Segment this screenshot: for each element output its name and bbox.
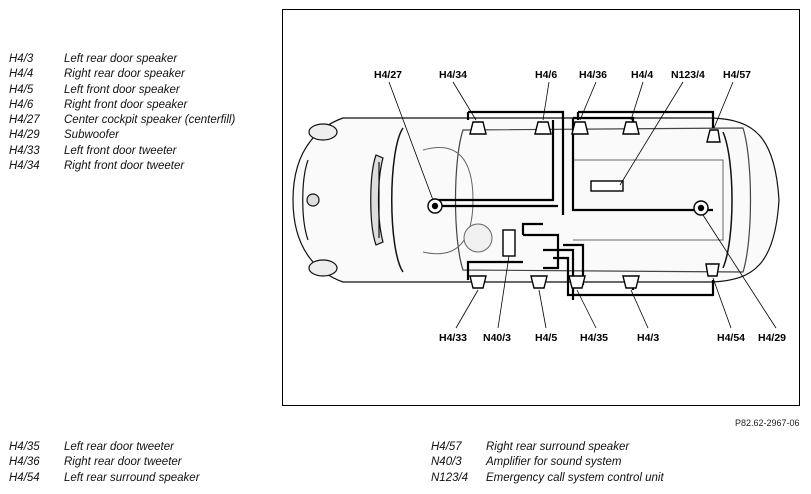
- legend-code: H4/54: [9, 471, 40, 484]
- label-h4-33: H4/33: [439, 332, 467, 344]
- label-n40-3: N40/3: [483, 332, 511, 344]
- legend-desc: Emergency call system control unit: [486, 471, 664, 484]
- legend-desc: Left front door speaker: [64, 83, 180, 96]
- legend-code: H4/36: [9, 456, 40, 469]
- label-h4-36: H4/36: [579, 69, 607, 81]
- legend-row: H4/57 Right rear surround speaker: [431, 440, 664, 455]
- legend-row: H4/36 Right rear door tweeter: [9, 455, 200, 470]
- legend-desc: Center cockpit speaker (centerfill): [64, 114, 236, 127]
- legend-desc: Amplifier for sound system: [486, 456, 622, 469]
- legend-row: H4/4 Right rear door speaker: [9, 67, 235, 82]
- label-h4-34: H4/34: [439, 69, 467, 81]
- legend-desc: Right front door speaker: [64, 98, 188, 111]
- legend-row: N123/4 Emergency call system control unit: [431, 471, 664, 486]
- legend-desc: Right front door tweeter: [64, 160, 185, 173]
- legend-code: H4/5: [9, 83, 34, 96]
- legend-row: H4/29 Subwoofer: [9, 128, 235, 143]
- legend-bottom-left: H4/35 Left rear door tweeter H4/36 Right r…: [9, 440, 200, 486]
- label-h4-57: H4/57: [723, 69, 751, 81]
- legend-row: H4/35 Left rear door tweeter: [9, 440, 200, 455]
- legend-code: H4/29: [9, 129, 40, 142]
- legend-row: H4/33 Left front door tweeter: [9, 144, 235, 159]
- legend-row: H4/54 Left rear surround speaker: [9, 471, 200, 486]
- legend-code: H4/4: [9, 68, 34, 81]
- legend-row: H4/5 Left front door speaker: [9, 83, 235, 98]
- legend-desc: Left rear surround speaker: [64, 471, 200, 484]
- vehicle-speaker-diagram: H4/27 H4/34 H4/6 H4/36 H4/4 N123/4 H4/57…: [292, 69, 786, 344]
- legend-desc: Left front door tweeter: [64, 144, 177, 157]
- legend-desc: Right rear surround speaker: [486, 441, 630, 453]
- legend-desc: Right rear door tweeter: [64, 456, 182, 469]
- leader-lines: [388, 81, 777, 329]
- legend-row: H4/6 Right front door speaker: [9, 98, 235, 113]
- diagram-frame: H4/27 H4/34 H4/6 H4/36 H4/4 N123/4 H4/57…: [282, 9, 800, 406]
- legend-code: H4/33: [9, 144, 40, 157]
- legend-row: N40/3 Amplifier for sound system: [431, 455, 664, 470]
- legend-desc: Subwoofer: [64, 129, 119, 142]
- label-h4-3: H4/3: [637, 332, 659, 344]
- legend-code: H4/6: [9, 98, 34, 111]
- label-h4-29: H4/29: [758, 332, 786, 344]
- legend-code: H4/27: [9, 114, 40, 127]
- legend-row: H4/34 Right front door tweeter: [9, 159, 235, 174]
- interior-details: [422, 146, 724, 255]
- figure-reference: P82.62-2967-06: [735, 418, 800, 428]
- label-h4-4: H4/4: [631, 69, 653, 81]
- speakers: [427, 121, 721, 289]
- legend-code: H4/35: [9, 441, 40, 453]
- legend-code: N40/3: [431, 456, 462, 469]
- label-h4-54: H4/54: [717, 332, 745, 344]
- legend-row: H4/27 Center cockpit speaker (centerfill): [9, 113, 235, 128]
- label-h4-6: H4/6: [535, 69, 557, 81]
- legend-row: H4/3 Left rear door speaker: [9, 52, 235, 67]
- legend-desc: Left rear door speaker: [64, 53, 178, 65]
- legend-code: N123/4: [431, 471, 469, 484]
- legend-desc: Left rear door tweeter: [64, 441, 174, 453]
- diagram-labels: H4/27 H4/34 H4/6 H4/36 H4/4 N123/4 H4/57…: [374, 69, 786, 344]
- label-h4-35: H4/35: [580, 332, 608, 344]
- legend-code: H4/3: [9, 53, 34, 65]
- legend-top: H4/3 Left rear door speaker H4/4 Right rea…: [9, 52, 235, 174]
- legend-code: H4/34: [9, 160, 40, 173]
- label-h4-27: H4/27: [374, 69, 402, 81]
- legend-desc: Right rear door speaker: [64, 68, 185, 81]
- label-n123-4: N123/4: [671, 69, 705, 81]
- legend-code: H4/57: [431, 441, 462, 453]
- legend-bottom-right: H4/57 Right rear surround speaker N40/3 Am…: [431, 440, 664, 486]
- label-h4-5: H4/5: [535, 332, 557, 344]
